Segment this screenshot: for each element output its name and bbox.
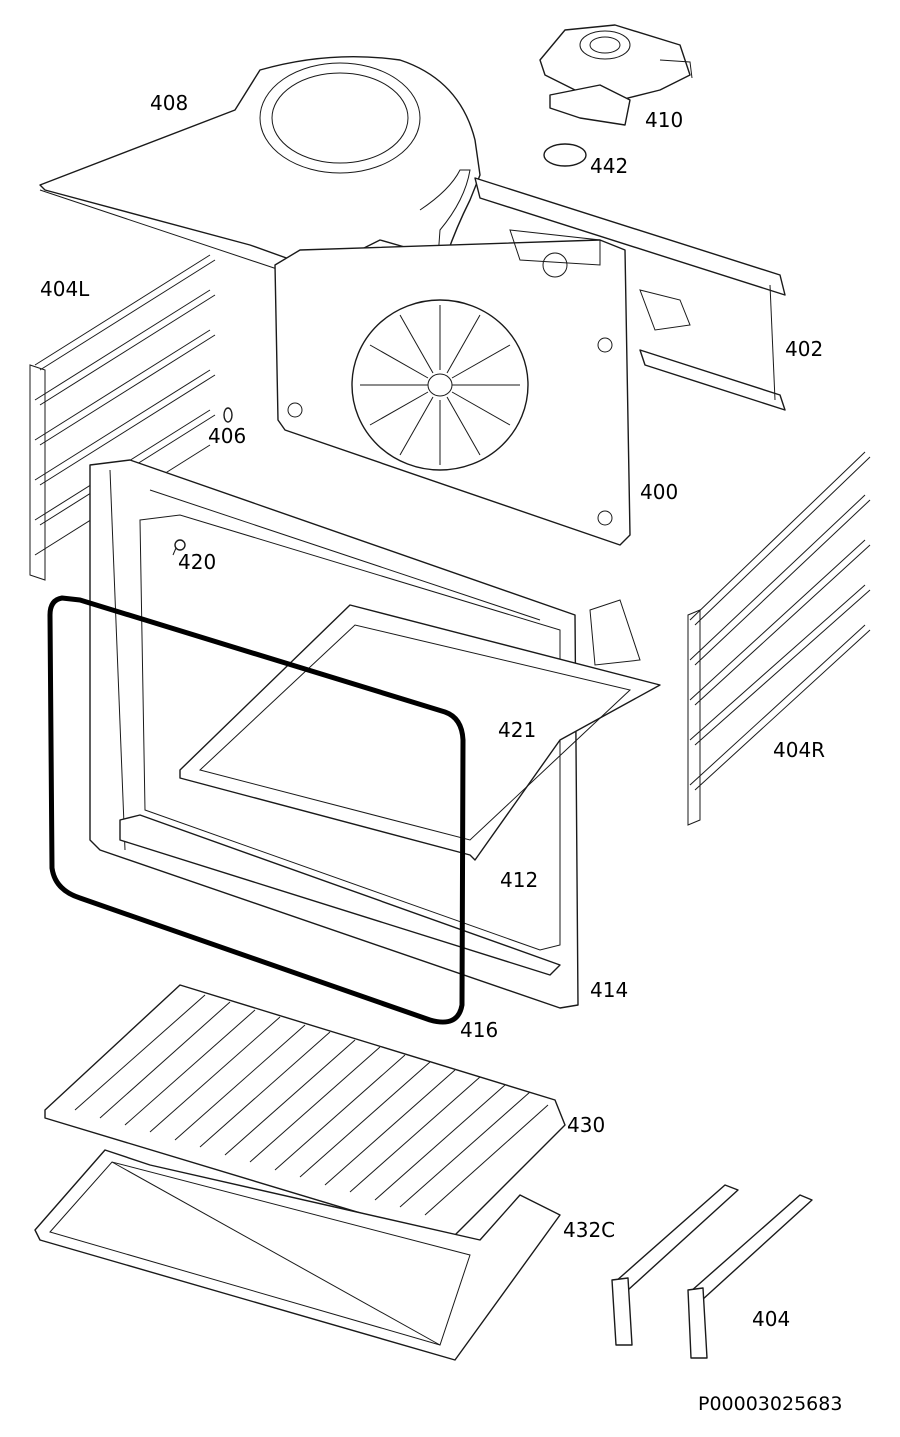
part-420-bolt (172, 539, 186, 556)
part-label-406: 406 (208, 424, 246, 448)
part-label-416: 416 (460, 1018, 498, 1042)
part-432C-baking-tray (34, 1149, 561, 1361)
part-label-414: 414 (590, 978, 628, 1002)
part-400-rear-panel (274, 229, 631, 546)
part-416-door-seal (47, 595, 466, 1025)
part-406-clip (223, 407, 233, 423)
part-label-402: 402 (785, 337, 823, 361)
part-label-404R: 404R (773, 738, 825, 762)
part-label-404: 404 (752, 1307, 790, 1331)
part-label-432C: 432C (563, 1218, 615, 1242)
part-label-412: 412 (500, 868, 538, 892)
part-442-gasket-disc (543, 143, 587, 167)
part-label-420: 420 (178, 550, 216, 574)
part-404R-right-shelf-support (687, 451, 871, 826)
part-404L-left-shelf-support (29, 254, 216, 581)
part-404-telescopic-runners (611, 1184, 813, 1359)
fan-grill-slots (360, 305, 520, 465)
diagram-reference-number: P00003025683 (698, 1393, 842, 1415)
wire-rack-bars (74, 994, 549, 1216)
part-label-404L: 404L (40, 277, 90, 301)
part-label-442: 442 (590, 154, 628, 178)
part-label-400: 400 (640, 480, 678, 504)
part-label-410: 410 (645, 108, 683, 132)
part-label-408: 408 (150, 91, 188, 115)
part-label-430: 430 (567, 1113, 605, 1137)
part-402-rear-rail (474, 177, 786, 411)
part-label-421: 421 (498, 718, 536, 742)
part-410-fan-motor (539, 24, 693, 126)
part-430-wire-rack (44, 984, 566, 1241)
